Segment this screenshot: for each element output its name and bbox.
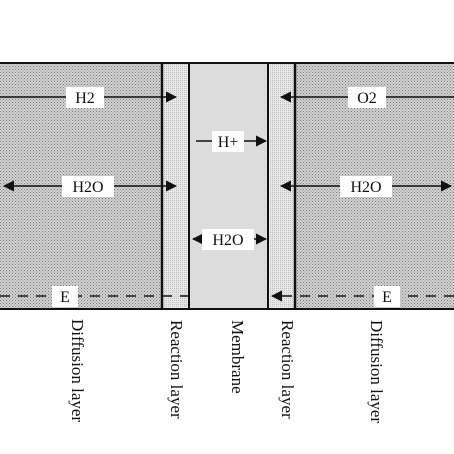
- label-box-right-top: [348, 87, 386, 108]
- label-left-top: H2: [75, 90, 95, 107]
- label-box-membrane-bottom: [202, 229, 254, 250]
- label-box-right-bottom: [374, 286, 400, 307]
- label-reaction-layer-left: Reaction layer: [167, 320, 186, 419]
- label-left-bottom: E: [60, 289, 70, 306]
- label-box-left-top: [66, 87, 104, 108]
- label-membrane: Membrane: [228, 320, 247, 394]
- label-diffusion-layer-right: Diffusion layer: [367, 320, 386, 424]
- label-box-membrane-top: [212, 131, 244, 152]
- label-reaction-layer-right: Reaction layer: [278, 320, 297, 419]
- label-left-mid: H2O: [72, 179, 103, 196]
- label-diffusion-layer-left: Diffusion layer: [68, 319, 87, 423]
- label-right-bottom: E: [382, 289, 392, 306]
- label-right-mid: H2O: [350, 179, 381, 196]
- label-right-top: O2: [357, 90, 377, 107]
- label-membrane-bottom: H2O: [212, 232, 243, 249]
- label-box-left-bottom: [52, 286, 78, 307]
- label-box-right-mid: [340, 176, 392, 197]
- label-box-left-mid: [62, 176, 114, 197]
- label-membrane-top: H+: [218, 134, 239, 151]
- membrane-layer: [189, 63, 268, 309]
